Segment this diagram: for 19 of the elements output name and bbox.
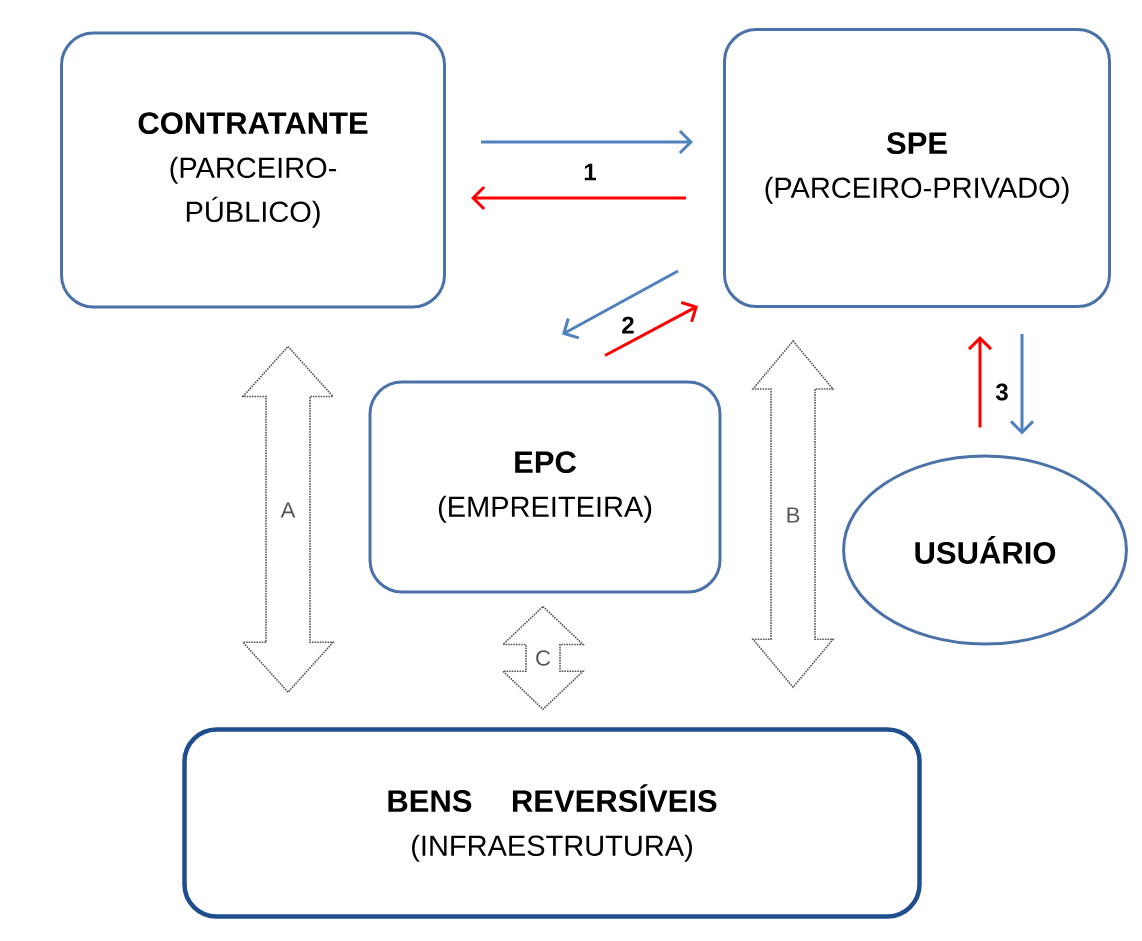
edge-label: 3 bbox=[995, 383, 1008, 401]
edge-label: 1 bbox=[584, 163, 596, 181]
edge-label: A bbox=[280, 502, 296, 518]
edge-label: B bbox=[787, 507, 800, 523]
arrow bbox=[562, 269, 679, 340]
process-box: BENS REVERSÍVEIS (INFRAESTRUTURA) bbox=[182, 727, 922, 919]
process-box: EPC (EMPREITEIRA) bbox=[368, 380, 722, 594]
arrow bbox=[967, 336, 993, 428]
arrow bbox=[1009, 334, 1035, 435]
double-arrow bbox=[501, 605, 585, 711]
edge-label: C bbox=[536, 650, 551, 666]
arrow bbox=[604, 301, 698, 357]
edge-label: 2 bbox=[622, 316, 634, 334]
process-box: SPE (PARCEIRO-PRIVADO) bbox=[723, 28, 1111, 308]
ellipse-node: USUÁRIO bbox=[842, 454, 1128, 646]
double-arrow bbox=[241, 345, 335, 694]
arrow bbox=[471, 185, 686, 211]
process-box: CONTRATANTE (PARCEIRO-PÚBLICO) bbox=[60, 31, 446, 309]
arrow bbox=[481, 129, 693, 155]
